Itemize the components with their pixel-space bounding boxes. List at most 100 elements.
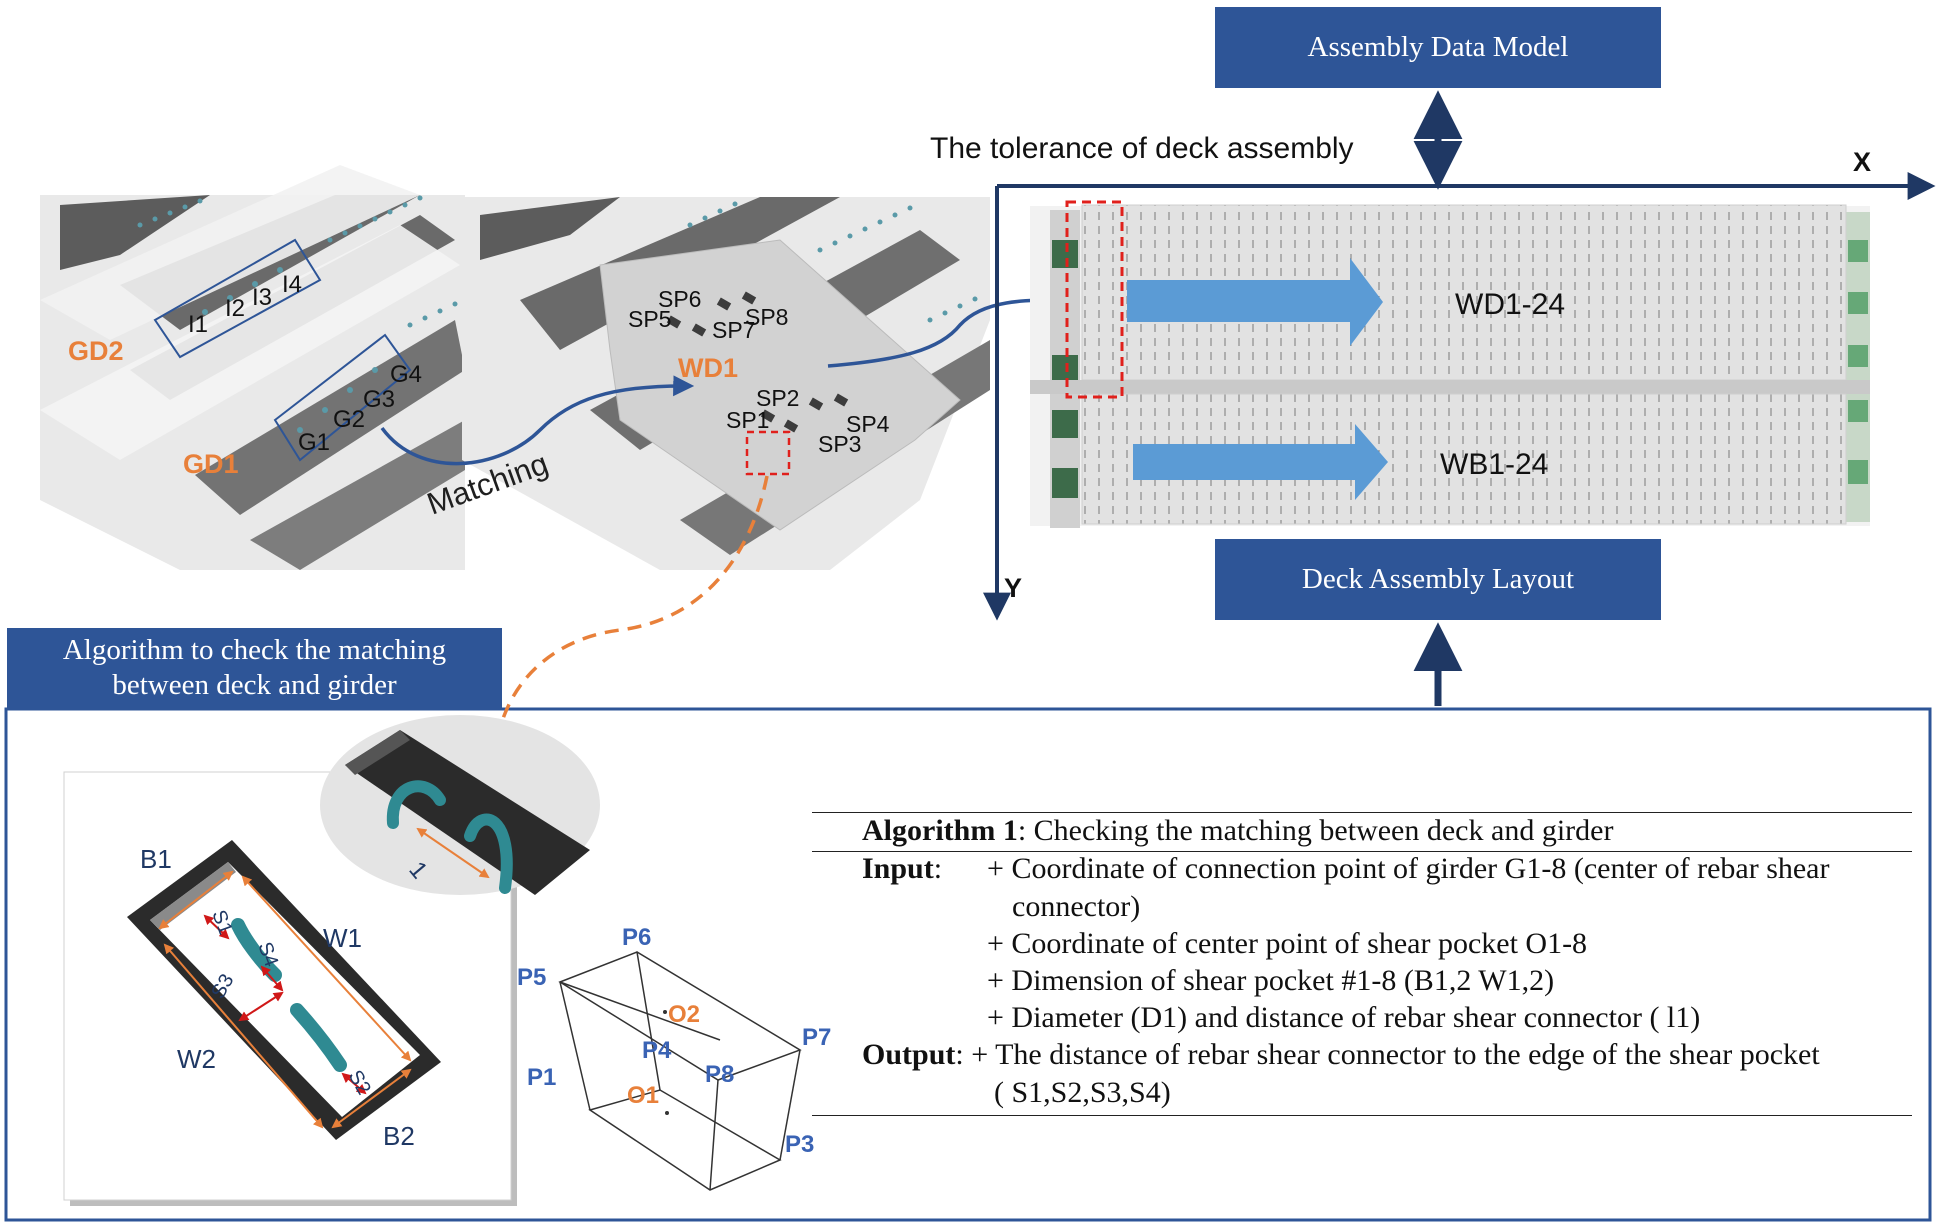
algo-input-line-1: : + Coordinate of connection point of gi… xyxy=(933,852,1830,885)
label-w2: W2 xyxy=(177,1044,216,1074)
label-sp5: SP5 xyxy=(628,306,671,332)
zoom-flange-top xyxy=(345,730,410,775)
label-i4: I4 xyxy=(282,271,302,298)
zoom-flange xyxy=(345,730,590,895)
label-i3: I3 xyxy=(252,284,272,311)
center-o2-dot xyxy=(663,1010,667,1014)
algo-input-line-3: + Coordinate of center point of shear po… xyxy=(987,927,1588,960)
label-p7: P7 xyxy=(802,1024,831,1051)
label-sp4: SP4 xyxy=(846,411,890,437)
algo-output-row: Output: + The distance of rebar shear co… xyxy=(862,1038,1820,1072)
deck-view: SP6 SP5 SP7 SP8 SP2 SP1 SP4 SP3 WD1 xyxy=(462,197,990,570)
girder-flange xyxy=(40,225,460,460)
girder-studs xyxy=(297,367,378,433)
deck-slab xyxy=(599,239,961,531)
x-axis-label: X xyxy=(1853,147,1871,177)
algo-input-line-2: connector) xyxy=(1012,890,1141,923)
stud-row xyxy=(137,195,458,328)
algo-input-label: Input xyxy=(862,852,934,885)
interior-points-box xyxy=(153,238,322,359)
deck-row-divider xyxy=(1030,380,1870,394)
algo-title-row: Algorithm 1: Checking the matching betwe… xyxy=(862,814,1613,848)
algo-rule-top xyxy=(812,812,1912,813)
assembly-data-model-label: Assembly Data Model xyxy=(1307,31,1569,63)
label-p5: P5 xyxy=(517,964,546,991)
girder-view: GD2 GD1 I1 I2 I3 I4 G1 G2 G3 G4 xyxy=(40,165,465,570)
dim-s4 xyxy=(260,965,284,992)
label-sp7: SP7 xyxy=(712,317,755,343)
algorithm-panel-frame xyxy=(4,707,1932,1222)
deck-assembly-layout-label: Deck Assembly Layout xyxy=(1301,563,1575,595)
label-b1: B1 xyxy=(140,844,172,874)
wb-direction-arrow xyxy=(1133,424,1388,500)
label-i1: I1 xyxy=(188,311,208,338)
label-sp8: SP8 xyxy=(745,304,788,330)
zoom-stud-right xyxy=(464,813,513,894)
dim-b1 xyxy=(158,870,234,930)
layout-left-green-blocks xyxy=(1052,240,1078,498)
label-i2: I2 xyxy=(225,295,245,322)
label-b2: B2 xyxy=(383,1121,415,1151)
label-p1: P1 xyxy=(527,1064,556,1091)
label-wd1: WD1 xyxy=(678,353,738,383)
algo-output-label: Output xyxy=(862,1038,956,1071)
dim-w2 xyxy=(163,943,324,1129)
algorithm-title-line1: Algorithm to check the matching xyxy=(62,634,447,666)
shear-pocket-marks xyxy=(666,291,849,433)
algo-output-line-1: : + The distance of rebar shear connecto… xyxy=(955,1038,1820,1071)
dim-s3 xyxy=(238,991,284,1022)
label-wb1-24: WB1-24 xyxy=(1440,448,1548,481)
dim-b2 xyxy=(331,1068,412,1129)
dim-s2 xyxy=(341,1072,367,1095)
algo-title-bold: Algorithm 1 xyxy=(862,814,1018,847)
label-wd1-24: WD1-24 xyxy=(1455,288,1565,321)
pocket-callout xyxy=(479,475,769,787)
girder-slot xyxy=(195,320,465,515)
label-p8: P8 xyxy=(705,1061,734,1088)
dim-w1 xyxy=(241,875,412,1062)
label-w1: W1 xyxy=(323,923,362,953)
label-sp2: SP2 xyxy=(756,385,799,411)
y-axis-label: Y xyxy=(1004,573,1022,603)
label-sp1: SP1 xyxy=(726,407,769,433)
label-gd1: GD1 xyxy=(183,449,239,479)
pocket-highlight-box xyxy=(745,430,791,476)
label-gd2: GD2 xyxy=(68,336,124,366)
deck-studs xyxy=(687,201,978,323)
deck-assembly-layout-view: WD1-24 WB1-24 xyxy=(1030,200,1870,528)
label-p3: P3 xyxy=(785,1131,814,1158)
deck-slot xyxy=(480,197,620,260)
algo-input-row: Input: + Coordinate of connection point … xyxy=(862,852,1830,886)
pocket-wireframe xyxy=(558,951,802,1191)
label-g2: G2 xyxy=(333,406,365,433)
girder-flange xyxy=(40,165,420,340)
deck-assembly-layout-box: Deck Assembly Layout xyxy=(1215,539,1661,620)
girder-points-box xyxy=(273,333,412,462)
algo-input-line-4: + Dimension of shear pocket #1-8 (B1,2 W… xyxy=(987,964,1555,997)
shear-pocket-detail: B1 W1 W2 B2 S1 S2 S3 S4 xyxy=(63,771,517,1206)
zoom-dim-l1 xyxy=(416,827,490,879)
assembly-data-model-box: Assembly Data Model xyxy=(1215,7,1661,88)
girder-slot xyxy=(60,195,210,270)
label-g4: G4 xyxy=(390,361,422,388)
wd-direction-arrow xyxy=(1127,258,1383,346)
algo-output-line-2: ( S1,S2,S3,S4) xyxy=(994,1076,1171,1109)
label-sp6: SP6 xyxy=(658,286,701,312)
label-sp3: SP3 xyxy=(818,431,861,457)
algorithm-title-line2: between deck and girder xyxy=(112,669,397,701)
center-o1-dot xyxy=(665,1111,669,1115)
first-deck-highlight-box xyxy=(1065,200,1124,399)
zoom-stud-left xyxy=(386,780,446,829)
label-o1: O1 xyxy=(627,1082,659,1109)
label-g3: G3 xyxy=(363,386,395,413)
girder-slot xyxy=(250,420,465,570)
algo-rule-bottom xyxy=(812,1115,1912,1116)
label-p6: P6 xyxy=(622,924,651,951)
dim-s1 xyxy=(203,914,230,940)
interior-studs xyxy=(202,267,283,315)
algorithm-title-box: Algorithm to check the matching between … xyxy=(7,628,502,708)
wireframe-bottom xyxy=(588,1089,782,1191)
label-p4: P4 xyxy=(642,1037,672,1064)
tolerance-label: The tolerance of deck assembly xyxy=(930,132,1354,165)
